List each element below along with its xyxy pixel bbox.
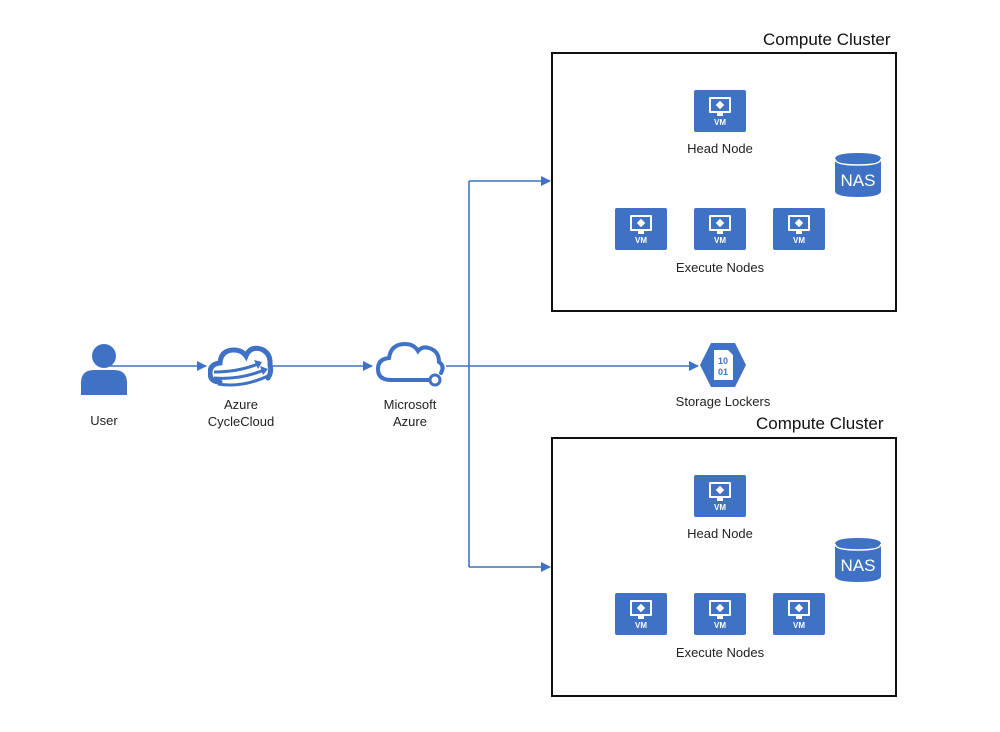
nas-icon: [834, 538, 882, 582]
execute-nodes-label: Execute Nodes: [675, 260, 765, 275]
execute-node-vm-icon: VM: [773, 593, 825, 635]
head-node-label: Head Node: [687, 141, 753, 156]
execute-node-vm-icon: VM: [615, 593, 667, 635]
cluster-title: Compute Cluster: [763, 30, 891, 49]
execute-nodes-label: Execute Nodes: [675, 645, 765, 660]
nas-icon: [834, 153, 882, 197]
nas-label: NAS: [840, 171, 876, 190]
vm-label: VM: [635, 621, 647, 630]
compute-cluster-box: [551, 437, 897, 697]
cyclecloud-label: Azure CycleCloud: [207, 397, 275, 429]
user-label: User: [90, 413, 118, 428]
cyclecloud-icon: [208, 345, 274, 387]
cluster-title: Compute Cluster: [756, 414, 884, 433]
compute-cluster-box: [551, 52, 897, 312]
execute-node-vm-icon: VM: [694, 593, 746, 635]
execute-node-vm-icon: VM: [694, 208, 746, 250]
execute-node-vm-icon: VM: [615, 208, 667, 250]
head-node-vm-icon: VM: [694, 475, 746, 517]
nas-label: NAS: [840, 556, 876, 575]
svg-text:10: 10: [718, 356, 728, 366]
svg-text:01: 01: [718, 367, 728, 377]
vm-label: VM: [793, 621, 805, 630]
head-node-label: Head Node: [687, 526, 753, 541]
vm-label: VM: [714, 503, 726, 512]
storage-locker-icon: 10 01: [700, 343, 746, 387]
vm-label: VM: [793, 236, 805, 245]
vm-label: VM: [714, 236, 726, 245]
user-icon: [81, 344, 127, 395]
azure-label: Microsoft Azure: [383, 397, 437, 429]
head-node-vm-icon: VM: [694, 90, 746, 132]
execute-node-vm-icon: VM: [773, 208, 825, 250]
storage-label: Storage Lockers: [675, 394, 771, 409]
azure-cloud-icon: [375, 341, 445, 387]
vm-label: VM: [714, 621, 726, 630]
vm-label: VM: [714, 118, 726, 127]
vm-label: VM: [635, 236, 647, 245]
